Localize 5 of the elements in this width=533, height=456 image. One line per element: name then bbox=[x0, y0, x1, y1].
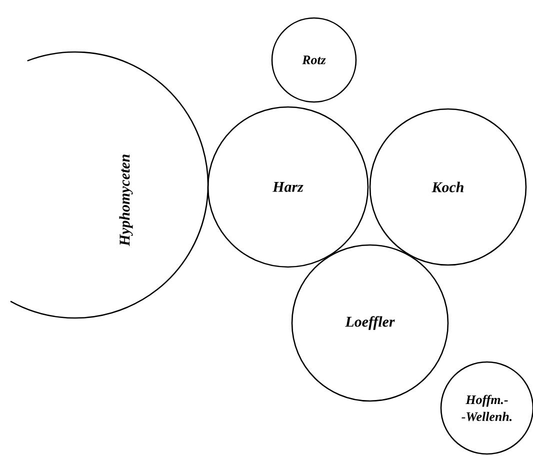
arc-node: Hyphomyceten bbox=[10, 51, 208, 318]
circle-node: Loeffler bbox=[291, 244, 449, 402]
circle-node: Harz bbox=[207, 106, 369, 268]
circle-node: Koch bbox=[369, 108, 527, 266]
circle-node: Rotz bbox=[271, 17, 357, 103]
